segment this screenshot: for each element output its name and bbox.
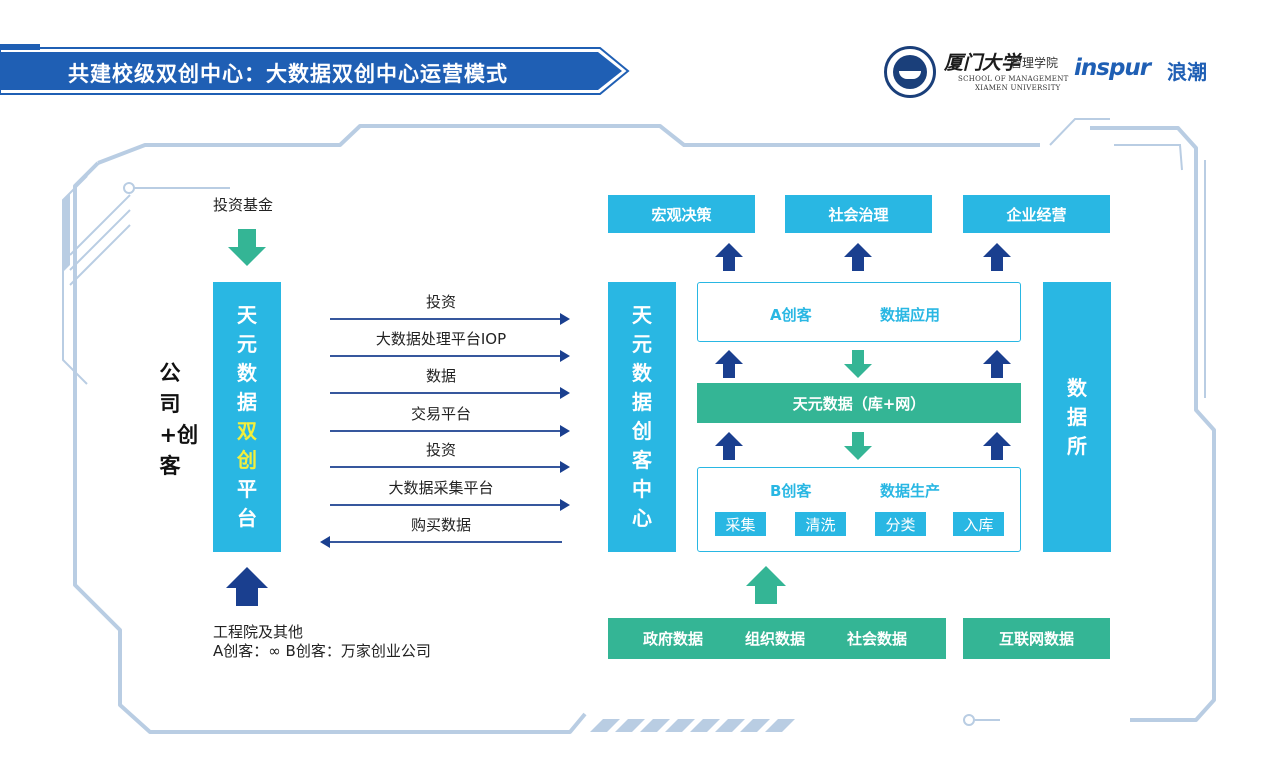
- flow-label: 投资: [425, 293, 456, 311]
- xmu-logo-cn: 厦门大学: [944, 52, 1021, 74]
- platform-text-pre: 天元数据: [237, 303, 257, 414]
- data-exchange-column: 数据所: [1043, 282, 1111, 552]
- data-application-label: 数据应用: [880, 306, 941, 324]
- data-sources-bar: 政府数据 组织数据 社会数据: [608, 618, 946, 659]
- source-government: 政府数据: [643, 630, 704, 648]
- engineering-label-line1: 工程院及其他: [213, 623, 304, 641]
- a-chuangke-box: [697, 282, 1021, 342]
- tianyuan-data-bar: 天元数据（库+网）: [697, 383, 1021, 423]
- step-store: 入库: [953, 512, 1004, 536]
- flow-label: 投资: [425, 441, 456, 459]
- source-society: 社会数据: [847, 630, 908, 648]
- b-chuangke-box: [697, 467, 1021, 552]
- flow-label: 数据: [425, 367, 456, 385]
- flow-label: 大数据采集平台: [388, 479, 494, 497]
- flow-label: 大数据处理平台IOP: [375, 330, 507, 348]
- tianyuan-shuangchuang-platform: 天元数据双创平台: [213, 282, 281, 552]
- invest-fund-label: 投资基金: [213, 196, 274, 214]
- top-box-macro: 宏观决策: [608, 195, 755, 233]
- step-clean: 清洗: [795, 512, 846, 536]
- step-collect: 采集: [715, 512, 766, 536]
- internet-data-box: 互联网数据: [963, 618, 1110, 659]
- source-organization: 组织数据: [745, 630, 806, 648]
- platform-text-highlight: 双创: [237, 419, 257, 472]
- engineering-label-line2: A创客：∞ B创客：万家创业公司: [213, 642, 431, 660]
- a-chuangke-label: A创客: [770, 306, 812, 324]
- inspur-logo: inspur: [1074, 55, 1151, 81]
- xmu-logo-en-line2: XIAMEN UNIVERSITY: [975, 84, 1061, 92]
- flow-label: 交易平台: [410, 405, 471, 423]
- data-production-label: 数据生产: [880, 482, 941, 500]
- flow-label: 购买数据: [410, 516, 471, 534]
- step-classify: 分类: [875, 512, 926, 536]
- inspur-logo-cn: 浪潮: [1167, 60, 1207, 84]
- title-banner: [0, 44, 630, 95]
- platform-text-post: 平台: [237, 477, 257, 530]
- company-chuangke-label: 公司+创客: [159, 361, 199, 478]
- xmu-logo-sub: 管理学院: [1010, 56, 1059, 70]
- xmu-seal-logo: [884, 46, 936, 98]
- b-chuangke-label: B创客: [770, 482, 812, 500]
- top-box-social: 社会治理: [785, 195, 932, 233]
- chuangke-center-column: 天元数据创客中心: [608, 282, 676, 552]
- xmu-logo-en-line1: SCHOOL OF MANAGEMENT: [958, 75, 1069, 83]
- top-box-enterprise: 企业经营: [963, 195, 1110, 233]
- page-title: 共建校级双创中心：大数据双创中心运营模式: [68, 62, 508, 86]
